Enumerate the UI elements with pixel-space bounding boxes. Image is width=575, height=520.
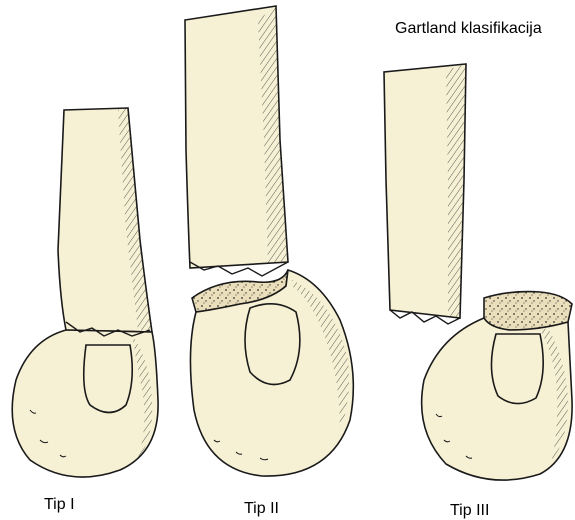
caption-tip-1: Tip I (44, 496, 75, 514)
trochlea-tip-2 (245, 304, 300, 385)
caption-tip-2: Tip II (244, 500, 279, 518)
bone-tip-1 (12, 108, 158, 477)
caption-tip-3: Tip III (450, 502, 489, 520)
trochlea-tip-1 (84, 345, 133, 413)
trochlea-tip-3 (491, 334, 543, 404)
figure-title: Gartland klasifikacija (395, 20, 542, 38)
bone-tip-3 (384, 64, 572, 480)
shaft-shading-tip-3 (446, 64, 466, 318)
bone-tip-2 (185, 6, 353, 476)
